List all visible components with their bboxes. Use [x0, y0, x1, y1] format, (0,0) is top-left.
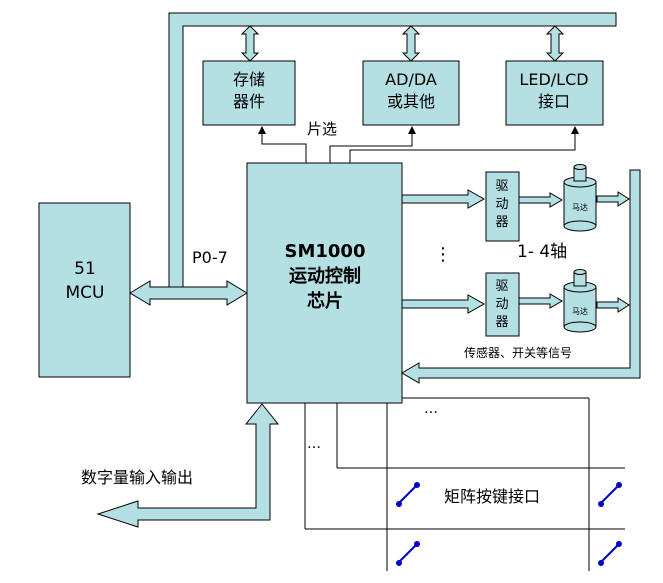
matrix-wiring — [304, 397, 625, 571]
chip-to-driver1-arrow — [401, 189, 486, 209]
adda-label-1: AD/DA — [385, 70, 437, 89]
dots-matrix-left: … — [307, 436, 321, 452]
mcu-chip-double-arrow — [129, 280, 248, 306]
chip-select-label: 片选 — [307, 120, 337, 138]
driver1-to-motor1-arrow — [518, 192, 563, 208]
storage-box — [202, 60, 296, 126]
axes-vdots: ⋮ — [434, 244, 452, 265]
driver1-label-2: 动 — [495, 197, 508, 212]
digital-io-label: 数字量输入输出 — [81, 468, 193, 487]
motor1 — [563, 164, 597, 232]
motor1-label: 马达 — [572, 202, 588, 212]
motor2-to-feedback-arrow — [596, 297, 630, 313]
motor2 — [563, 269, 597, 333]
mcu-label-2: MCU — [66, 283, 105, 303]
digital-io-arrow — [96, 403, 280, 528]
led-label-1: LED/LCD — [519, 70, 588, 89]
chip-select-lines — [258, 126, 579, 163]
p07-label: P0-7 — [192, 248, 228, 267]
driver2-to-motor2-arrow — [518, 293, 563, 309]
driver2-label-1: 驱 — [495, 279, 508, 294]
chip-label-2: 运动控制 — [289, 265, 361, 287]
chip-label-3: 芯片 — [307, 290, 343, 312]
chip-box — [246, 162, 403, 404]
feedback-return-arrow — [401, 169, 641, 384]
matrix-label: 矩阵按键接口 — [444, 487, 540, 506]
driver2-label-2: 动 — [495, 297, 508, 312]
driver1-box — [485, 171, 520, 242]
storage-label-1: 存储 — [233, 70, 265, 89]
driver2-box — [485, 272, 520, 337]
adda-label-2: 或其他 — [387, 92, 435, 111]
chip-label-1: SM1000 — [285, 241, 366, 262]
driver1-label-3: 器 — [495, 215, 508, 230]
switch-symbols — [396, 482, 622, 566]
axes-label: 1- 4轴 — [517, 242, 567, 262]
mcu-label-1: 51 — [74, 259, 96, 279]
mcu-box — [38, 202, 131, 378]
led-label-2: 接口 — [538, 92, 570, 111]
motor1-to-feedback-arrow — [596, 191, 630, 207]
bus-to-led-arrow — [545, 25, 565, 62]
adda-box — [362, 60, 460, 126]
driver1-label-1: 驱 — [495, 179, 508, 194]
dots-matrix-top: … — [424, 401, 438, 417]
storage-label-2: 器件 — [233, 92, 265, 111]
led-box — [505, 60, 604, 126]
bus-to-storage-arrow — [240, 25, 260, 62]
motor2-label: 马达 — [572, 306, 588, 316]
sensors-label: 传感器、开关等信号 — [464, 345, 572, 360]
chip-to-driver2-arrow — [401, 294, 486, 314]
driver2-label-3: 器 — [495, 315, 508, 330]
bus-to-adda-arrow — [401, 25, 421, 62]
